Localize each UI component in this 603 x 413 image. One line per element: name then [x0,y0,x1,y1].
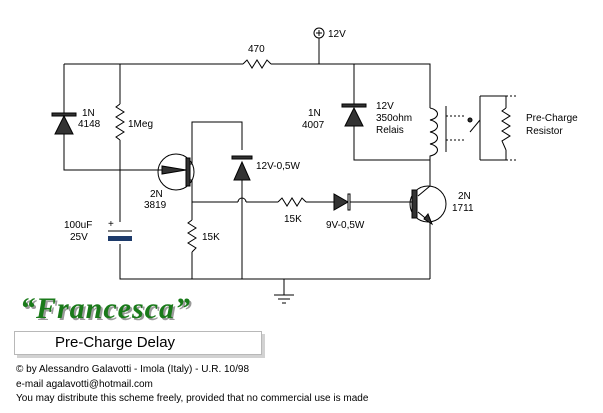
load-label-line2: Resistor [526,126,563,137]
resistor-1meg-label: 1Meg [128,119,153,130]
wire-diode-4007 [353,64,430,161]
wire-top-rail-right [271,63,431,108]
zener-12v-bar [231,155,253,160]
zener-9v-label: 9V-0,5W [326,220,365,231]
relay-switch-blade [469,119,481,133]
diode-4007-body [344,106,364,127]
transistor-base-bar [411,189,418,219]
page-title: Pre-Charge Delay [14,331,262,355]
diode-4148-body [54,114,74,135]
capacitor-value-label: 100uF [64,220,92,231]
wire-collector [417,160,431,197]
relay-coil-label: 350ohm [376,113,412,124]
relay-lead-dashes [506,95,516,161]
wire-capacitor-ground [119,244,430,280]
resistor-15k-horizontal [277,197,307,207]
circuit-logo: “Francesca” [20,292,191,325]
diode-4148-number: 4148 [78,119,101,130]
ujt-body [157,153,195,191]
relay-contact-wiring [479,95,507,161]
relay-voltage-label: 12V [376,101,394,112]
zener-12v-label: 12V-0,5W [256,161,300,172]
resistor-470-label: 470 [248,44,265,55]
diode-4148-part: 1N [82,108,95,119]
diode-4007-part: 1N [308,108,321,119]
ujt-gate-arrow [161,165,187,175]
load-label-line1: Pre-Charge [526,113,578,124]
ujt-part-label: 2N [150,189,163,200]
capacitor-voltage-label: 25V [70,232,88,243]
author-email: e-mail agalavotti@hotmail.com [16,379,153,390]
resistor-15k-vertical [187,219,197,253]
resistor-precharge [501,107,511,151]
zener-12v-body [233,160,251,181]
ujt-base-b2 [188,121,243,165]
copyright-symbol: © [16,364,24,375]
zener-9v-marker [347,193,351,211]
resistor-1meg [115,103,125,141]
resistor-470 [242,59,272,69]
author-credit: © by Alessandro Galavotti - Imola (Italy… [16,364,249,375]
relay-pivot [467,117,473,123]
transistor-part-label: 2N [458,191,471,202]
relay-armature [446,115,466,141]
resistor-15k-vertical-label: 15K [202,232,220,243]
capacitor-plus: + [108,219,114,230]
capacitor-plate-bottom [108,236,132,241]
license-notice: You may distribute this scheme freely, p… [16,393,369,404]
relay-coil [429,107,438,160]
zener-9v-body [333,193,350,211]
transistor-emitter-arrow [423,213,434,226]
diode-4007-number: 4007 [302,120,325,131]
ujt-number-label: 3819 [144,200,167,211]
supply-label: 12V [328,29,346,40]
diode-4007-bar [341,103,367,108]
relay-name-label: Relais [376,125,404,136]
ground-symbol [274,279,294,304]
ujt-gate-bar [185,157,191,187]
transistor-number-label: 1711 [452,203,474,214]
author-text: by Alessandro Galavotti - Imola (Italy) … [26,364,250,375]
wire-diode-4148 [63,64,162,171]
supply-terminal-plus [316,30,322,36]
resistor-15k-horizontal-label: 15K [284,214,302,225]
